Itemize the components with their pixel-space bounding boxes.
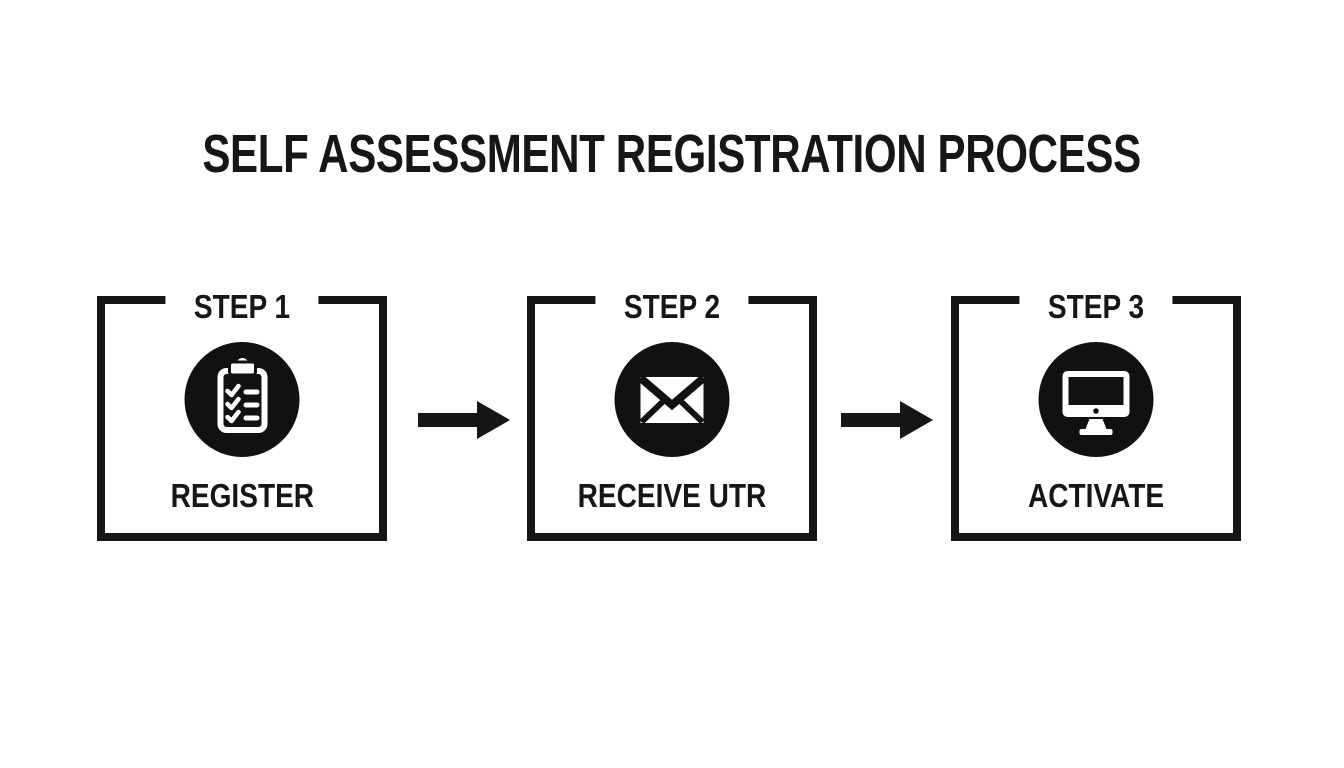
step-3-caption: ACTIVATE [959, 478, 1233, 514]
step-2-caption-text: RECEIVE UTR [577, 477, 767, 514]
diagram-title-text: SELF ASSESSMENT REGISTRATION PROCESS [202, 124, 1142, 184]
step-2-caption: RECEIVE UTR [535, 478, 809, 514]
step-box-register: STEP 1 REGISTER [97, 288, 387, 541]
step-1-number-text: STEP 1 [193, 288, 291, 325]
step-2-number-label: STEP 2 [595, 288, 749, 326]
desktop-monitor-icon [1038, 342, 1154, 457]
clipboard-checklist-icon [184, 342, 300, 457]
step-1-number-label: STEP 1 [165, 288, 319, 326]
arrow-right-icon [418, 400, 510, 440]
diagram-title: SELF ASSESSMENT REGISTRATION PROCESS [0, 124, 1344, 184]
envelope-icon [614, 342, 730, 457]
step-3-caption-text: ACTIVATE [1027, 477, 1165, 514]
step-2-number-text: STEP 2 [623, 288, 721, 325]
step-box-receive-utr: STEP 2 RECEIVE UTR [527, 288, 817, 541]
arrow-right-icon [841, 400, 933, 440]
step-box-activate: STEP 3 ACTIVATE [951, 288, 1241, 541]
step-3-number-label: STEP 3 [1019, 288, 1173, 326]
step-1-caption: REGISTER [105, 478, 379, 514]
step-3-number-text: STEP 3 [1047, 288, 1145, 325]
step-1-caption-text: REGISTER [170, 477, 314, 514]
